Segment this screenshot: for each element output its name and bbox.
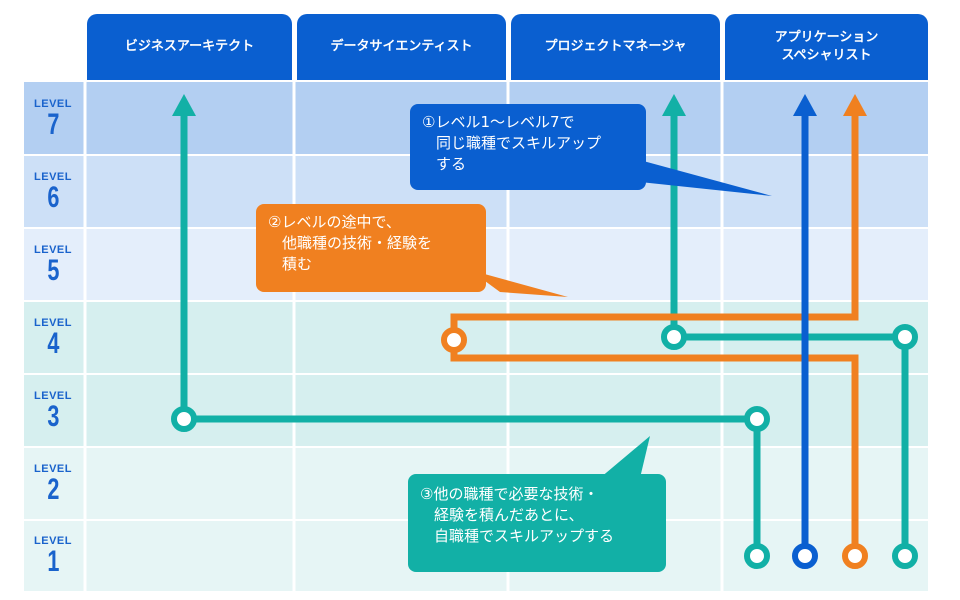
level-number: 7 (46, 108, 60, 141)
callout-line: ③他の職種で必要な技術・ (420, 485, 599, 503)
callout-pointer-teal (600, 436, 650, 478)
callout-line: 同じ職種でスキルアップ (436, 134, 602, 152)
callout-other-role-mid: ②レベルの途中で、 他職種の技術・経験を 積む (256, 204, 486, 292)
column-header-data-scientist: データサイエンティスト (297, 14, 506, 80)
level-label-1: LEVEL 1 (24, 522, 82, 590)
callout-same-role: ①レベル1～レベル7で 同じ職種でスキルアップ する (410, 104, 646, 190)
node-app-specialist-level-3 (744, 406, 770, 432)
level-word: LEVEL (34, 463, 72, 475)
path-project-manager (670, 112, 909, 556)
level-label-6: LEVEL 6 (24, 157, 82, 227)
node-business-architect-level-3 (171, 406, 197, 432)
level-label-7: LEVEL 7 (24, 84, 82, 154)
level-word: LEVEL (34, 390, 72, 402)
level-number: 5 (46, 254, 60, 287)
level-word: LEVEL (34, 535, 72, 547)
callout-pointer-blue (610, 152, 772, 196)
node-start-teal-a (744, 543, 770, 569)
level-number: 2 (46, 473, 60, 506)
level-label-4: LEVEL 4 (24, 303, 82, 373)
callout-line: 他職種の技術・経験を (282, 234, 433, 252)
node-start-blue (792, 543, 818, 569)
arrow-up-icon (662, 94, 686, 116)
node-project-manager-level-4 (661, 324, 687, 350)
level-label-5: LEVEL 5 (24, 230, 82, 300)
callout-other-then-own: ③他の職種で必要な技術・ 経験を積んだあとに、 自職種でスキルアップする (408, 474, 666, 572)
callout-line: 自職種でスキルアップする (434, 527, 615, 545)
callout-line: する (436, 155, 467, 173)
callout-line: ①レベル1～レベル7で (422, 113, 575, 131)
level-word: LEVEL (34, 317, 72, 329)
level-label-2: LEVEL 2 (24, 449, 82, 519)
level-label-3: LEVEL 3 (24, 376, 82, 446)
callout-line: ②レベルの途中で、 (268, 213, 401, 231)
column-header-application-specialist: アプリケーション スペシャリスト (725, 14, 928, 80)
node-start-orange (842, 543, 868, 569)
node-data-scientist-level-4-orange (441, 327, 467, 353)
column-header-business-architect: ビジネスアーキテクト (87, 14, 292, 80)
arrow-up-icon (843, 94, 867, 116)
level-number: 1 (46, 545, 60, 578)
level-word: LEVEL (34, 244, 72, 256)
level-word: LEVEL (34, 171, 72, 183)
node-start-teal-b (892, 543, 918, 569)
callout-line: 経験を積んだあとに、 (434, 506, 584, 524)
arrow-up-icon (793, 94, 817, 116)
level-number: 6 (46, 181, 60, 214)
arrow-up-icon (172, 94, 196, 116)
column-header-project-manager: プロジェクトマネージャ (511, 14, 720, 80)
callout-line: 積む (282, 255, 313, 273)
level-number: 3 (46, 400, 60, 433)
callout-pointer-orange (470, 270, 568, 297)
level-number: 4 (46, 327, 60, 360)
level-word: LEVEL (34, 98, 72, 110)
node-app-specialist-level-4 (892, 324, 918, 350)
